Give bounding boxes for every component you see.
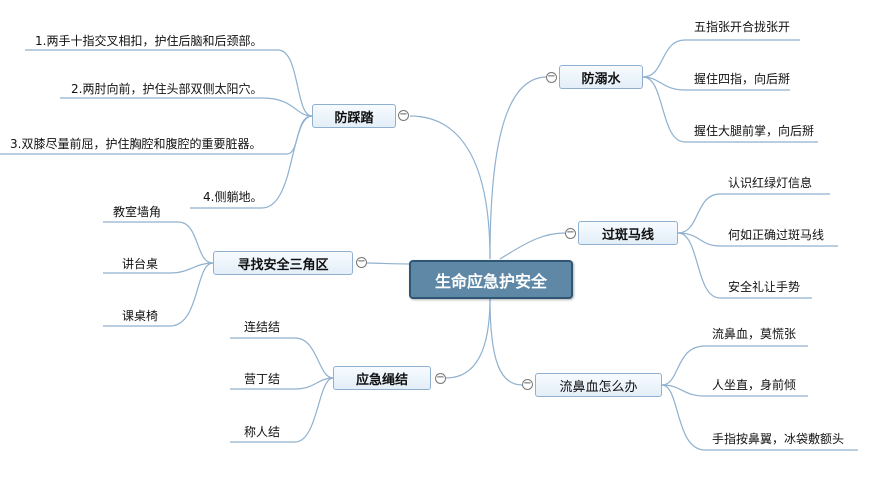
connector-fangnishui-1 [642,39,686,78]
connector-liubixue-1 [661,345,706,386]
collapse-fangnishui-icon[interactable]: − [546,71,557,83]
leaf-fangcaita-4: 4.侧躺地。 [203,190,263,204]
collapse-fangcaita-icon[interactable]: − [398,109,409,121]
connector-fangnishui-3 [642,76,686,143]
branch-shengjie[interactable]: 应急绳结 [333,366,431,390]
branch-fangcaita[interactable]: 防踩踏 [312,104,396,128]
collapse-banmaxian-icon[interactable]: − [565,227,576,239]
branch-fangcaita-label: 防踩踏 [334,110,374,126]
branch-fangnishui[interactable]: 防溺水 [559,65,643,89]
branch-shengjie-label: 应急绳结 [355,372,408,388]
connector-xunzhao-2 [169,262,214,274]
connector-xunzhao-3 [169,262,214,327]
connector-central-liubixue [489,297,523,386]
connector-banmaxian-2 [677,232,721,247]
leaf-fangnishui-2: 握住四指，向后掰 [694,72,791,86]
branch-liubixue-label: 流鼻血怎么办 [559,379,638,395]
connector-xunzhao-1 [177,221,214,264]
connector-liubixue-3 [661,384,706,451]
branch-banmaxian[interactable]: 过斑马线 [578,221,678,245]
leaf-liubixue-1: 流鼻血，莫慌张 [712,327,797,341]
leaf-fangcaita-3: 3.双膝尽量前屈，护住胸腔和腹腔的重要脏器。 [10,137,262,151]
collapse-shengjie-icon[interactable]: − [435,372,446,384]
connector-fangcaita-2 [261,97,313,117]
connector-central-shengjie [445,297,491,379]
leaf-xunzhao-1: 教室墙角 [113,205,162,219]
connector-shengjie-3 [294,377,334,443]
leaf-liubixue-3: 手指按鼻翼，冰袋敷额头 [712,432,845,446]
leaf-banmaxian-3: 安全礼让手势 [728,280,801,294]
leaf-shengjie-1: 连结结 [244,320,281,334]
collapse-xunzhao-icon[interactable]: − [356,256,367,268]
connector-shengjie-1 [294,337,334,379]
leaf-liubixue-2: 人坐直，身前倾 [712,378,797,392]
leaf-banmaxian-2: 何如正确过斑马线 [728,228,825,242]
leaf-shengjie-3: 称人结 [244,425,281,439]
leaf-xunzhao-3: 课桌椅 [122,309,159,323]
branch-fangnishui-label: 防溺水 [581,71,621,87]
connector-central-fangnishui [489,76,548,260]
collapse-liubixue-icon[interactable]: − [522,378,533,390]
connector-fangcaita-4 [261,115,313,209]
leaf-banmaxian-1: 认识红绿灯信息 [728,176,813,190]
leaf-fangcaita-2: 2.两肘向前，护住头部双侧太阳穴。 [71,82,263,96]
central-topic-label: 生命应急护安全 [434,271,547,291]
central-topic[interactable]: 生命应急护安全 [409,260,573,299]
connector-banmaxian-3 [677,232,721,299]
leaf-shengjie-2: 营丁结 [244,372,281,386]
connector-central-xunzhao [366,262,411,265]
connector-liubixue-2 [661,384,706,397]
leaf-fangnishui-1: 五指张开合拢张开 [694,20,791,34]
leaf-xunzhao-2: 讲台桌 [122,257,159,271]
leaf-fangcaita-1: 1.两手十指交叉相扣，护住后脑和后颈部。 [35,34,263,48]
connector-shengjie-2 [294,377,334,390]
branch-banmaxian-label: 过斑马线 [601,227,654,243]
connector-fangcaita-3 [286,115,313,155]
connector-central-banmaxian [499,232,566,260]
branch-liubixue[interactable]: 流鼻血怎么办 [535,373,662,397]
connector-banmaxian-1 [677,193,721,234]
connector-central-fangcaita [409,115,491,260]
branch-xunzhao-label: 寻找安全三角区 [237,257,329,273]
connector-fangcaita-1 [277,49,313,117]
branch-xunzhao[interactable]: 寻找安全三角区 [213,251,353,275]
leaf-fangnishui-3: 握住大腿前掌，向后掰 [694,124,815,138]
